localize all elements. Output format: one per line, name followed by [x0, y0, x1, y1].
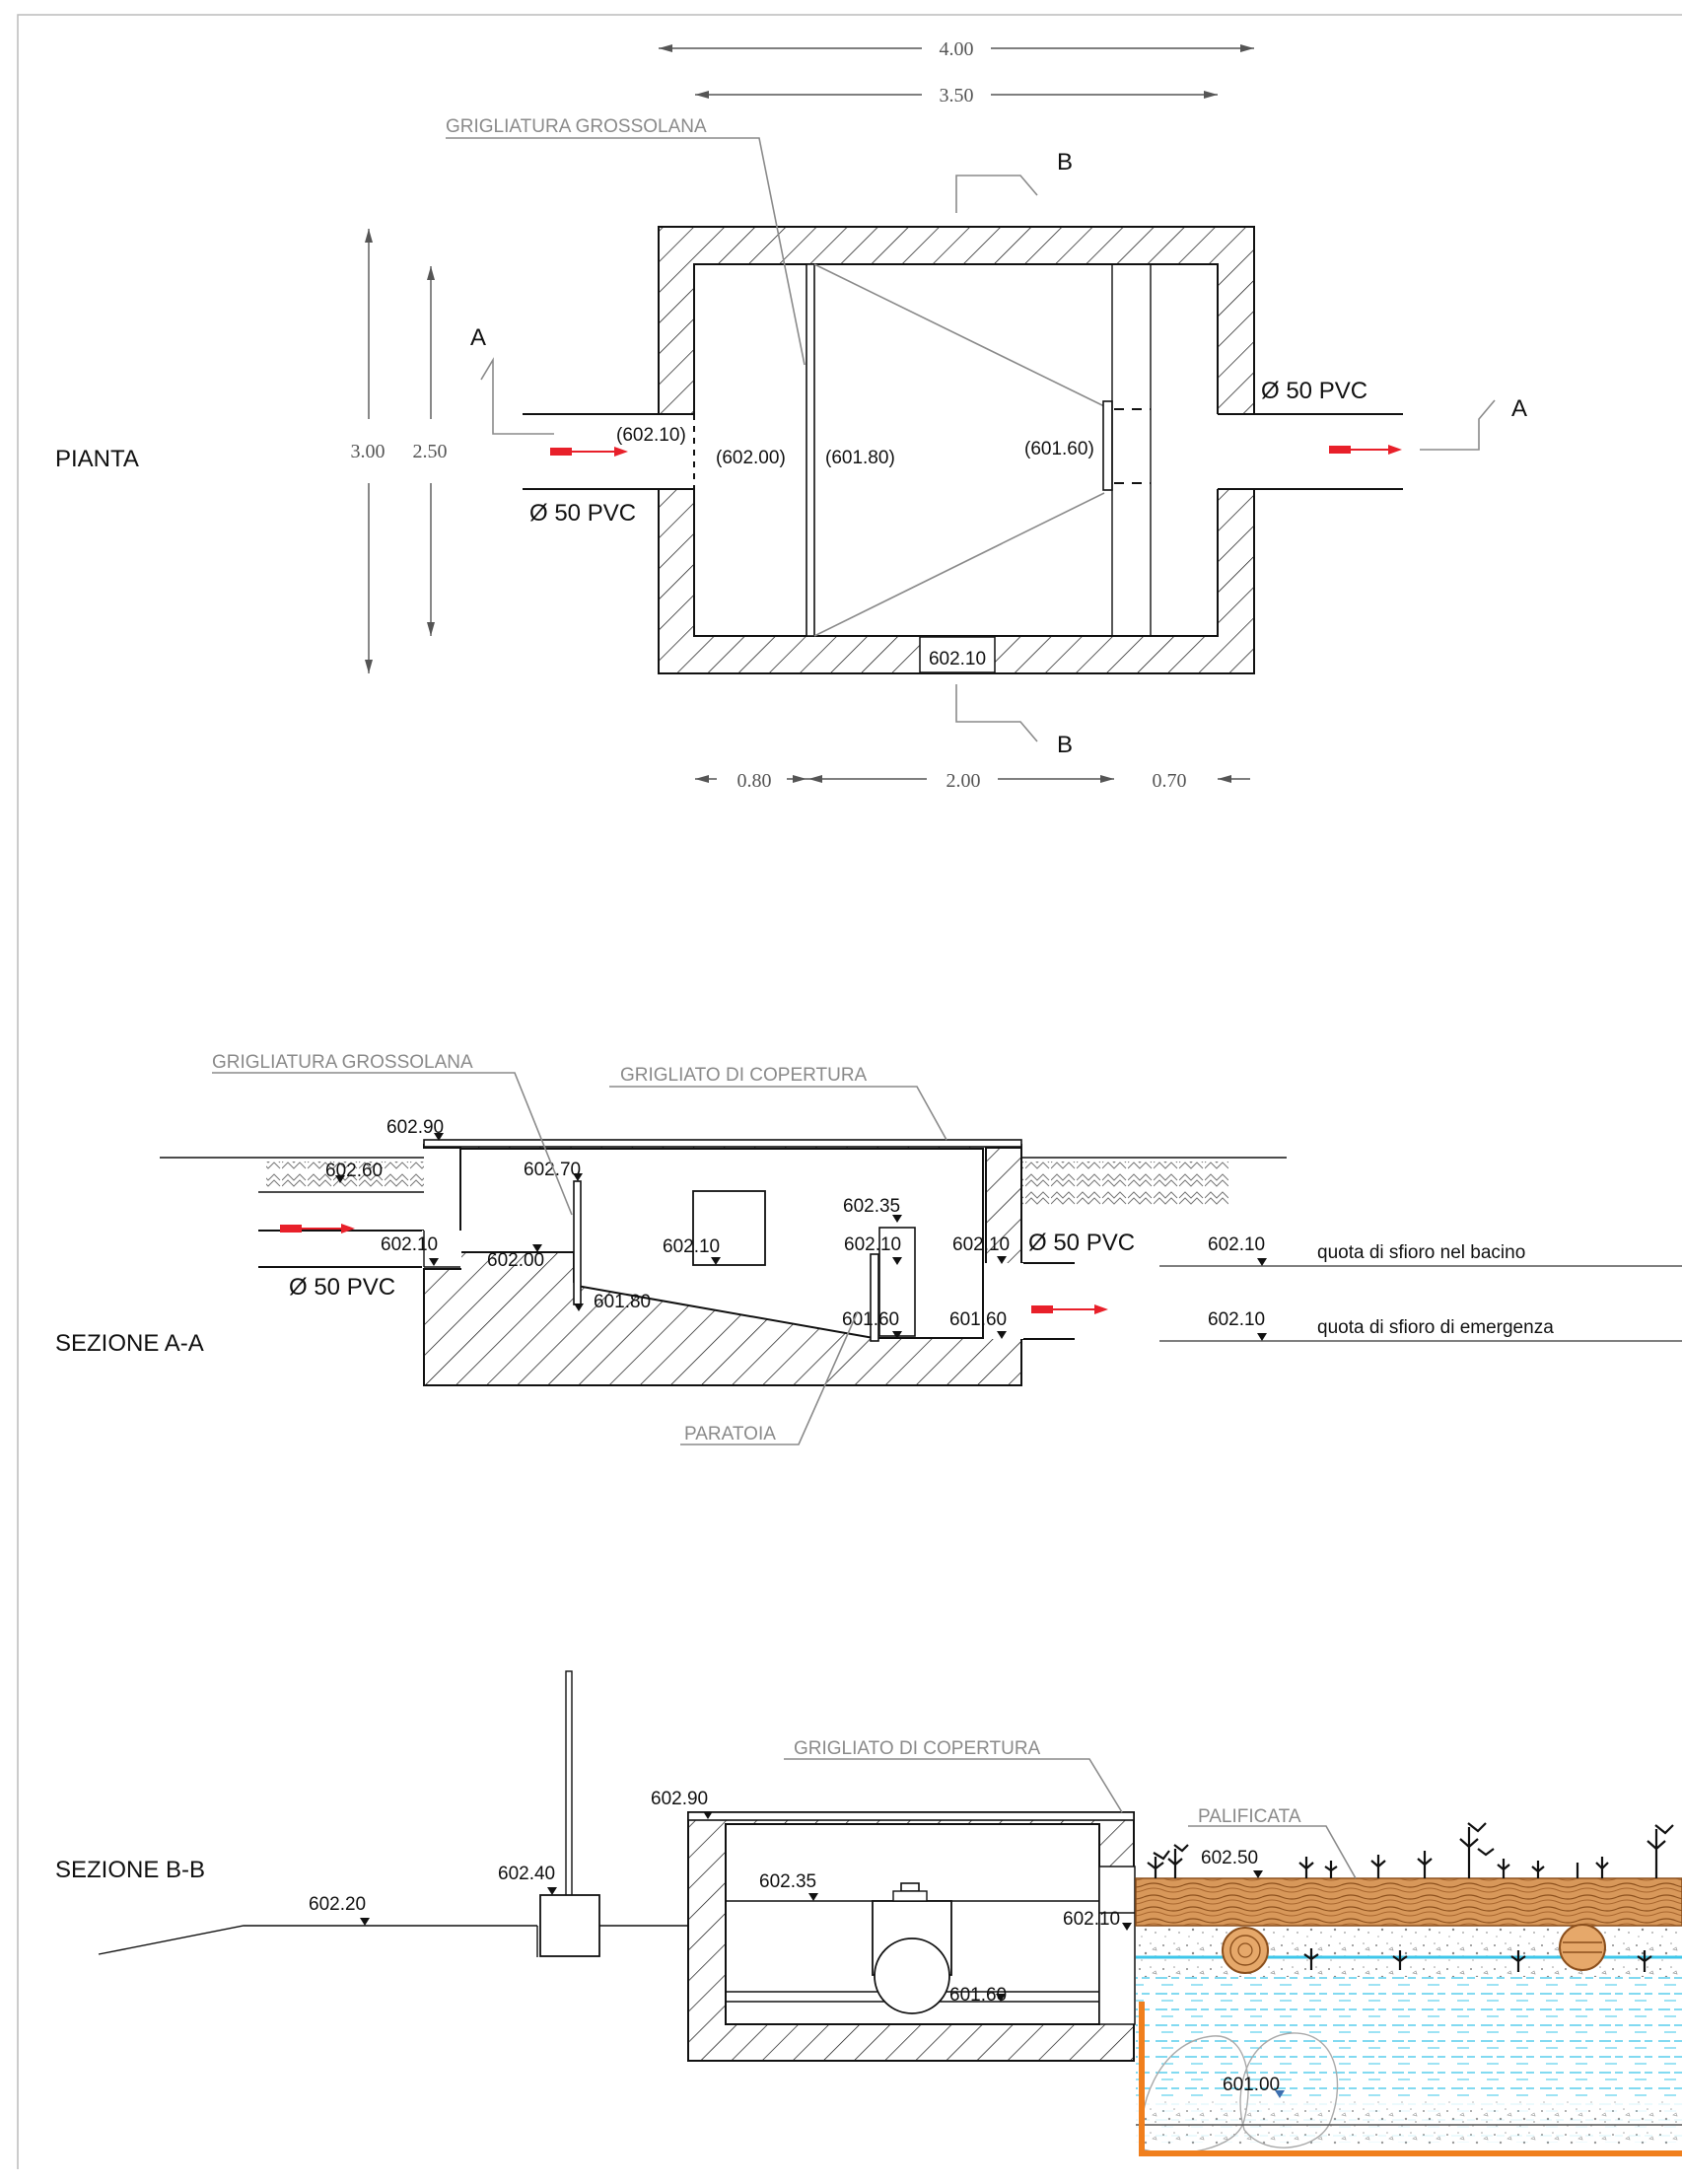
aa-grate-label: GRIGLIATURA GROSSOLANA — [212, 1052, 473, 1073]
sheet-border — [17, 14, 1682, 2169]
section-aa-label: SEZIONE A-A — [55, 1330, 204, 1357]
aa-pipe-in-label: Ø 50 PVC — [289, 1274, 395, 1301]
aa-level-ground: 602.60 — [325, 1161, 383, 1181]
dim-bottom-mid-value: 2.00 — [946, 770, 981, 792]
dim-bottom-right-value: 0.70 — [1153, 770, 1187, 792]
legend-row2-text: quota di sfioro di emergenza — [1317, 1317, 1554, 1338]
legend-row2-level: 602.10 — [1208, 1309, 1265, 1330]
plan-level-inlet: (602.10) — [616, 425, 686, 446]
bb-vegetation — [1147, 1822, 1674, 1972]
legend-row1-text: quota di sfioro nel bacino — [1317, 1242, 1525, 1263]
section-aa-gate — [870, 1253, 879, 1342]
section-bb-label: SEZIONE B-B — [55, 1857, 205, 1883]
plan-grate — [806, 263, 815, 637]
aa-level-top: 602.90 — [386, 1117, 444, 1138]
plan-pipe-in-label: Ø 50 PVC — [529, 500, 636, 527]
plan-view: PIANTA 4.00 3.50 3.00 — [55, 38, 1527, 792]
dim-left-inner-value: 2.50 — [413, 441, 448, 462]
bb-palisade — [1135, 1877, 1682, 1927]
bb-pipe-circle — [874, 1937, 950, 2014]
section-aa-cover — [423, 1139, 1022, 1148]
bb-level-ground-left: 602.20 — [309, 1894, 366, 1915]
dim-bottom-left-value: 0.80 — [737, 770, 772, 792]
plan-flow-arrow-in — [550, 447, 628, 457]
aa-level-gate-mid: 602.10 — [844, 1234, 901, 1255]
aa-level-gate-top: 602.35 — [843, 1196, 900, 1217]
plan-grate-label: GRIGLIATURA GROSSOLANA — [446, 116, 707, 137]
dim-top-outer: 4.00 — [659, 38, 1254, 60]
plan-cut-a-right: A — [1511, 395, 1527, 422]
section-bb: SEZIONE B-B 602.20 602.40 602.90 602.35 … — [55, 1670, 1682, 2156]
legend-row1-level: 602.10 — [1208, 1234, 1265, 1255]
plan-gate — [1102, 400, 1113, 491]
dim-top-outer-value: 4.00 — [940, 38, 974, 60]
aa-level-floor-low: 601.80 — [594, 1292, 651, 1312]
plan-level-chamber1: (602.00) — [716, 448, 786, 468]
dim-top-inner-value: 3.50 — [940, 85, 974, 106]
dim-top-inner: 3.50 — [695, 85, 1218, 106]
plan-cut-b-top: B — [1057, 149, 1073, 176]
aa-pipe-out-label: Ø 50 PVC — [1028, 1230, 1135, 1256]
bb-post-pole — [565, 1670, 573, 1899]
bb-level-basin-bottom: 601.00 — [1223, 2075, 1280, 2095]
bb-liner — [1139, 2002, 1682, 2156]
bb-gate-handle — [900, 1882, 920, 1892]
dim-bottom: 0.80 2.00 0.70 — [695, 770, 1250, 792]
aa-flow-arrow-out — [1031, 1304, 1108, 1314]
plan-weir-level: 602.10 — [929, 649, 986, 669]
plan-level-chamber2: (601.80) — [825, 448, 895, 468]
bb-log-2 — [1559, 1924, 1606, 1971]
section-aa-opening — [692, 1190, 766, 1266]
dim-left-inner: 2.50 — [413, 266, 448, 636]
bb-palisade-label: PALIFICATA — [1198, 1806, 1301, 1827]
aa-level-grate-top: 602.70 — [524, 1160, 581, 1180]
bb-cover-label: GRIGLIATO DI COPERTURA — [794, 1738, 1041, 1759]
bb-level-inner: 602.35 — [759, 1871, 816, 1892]
bb-level-top: 602.90 — [651, 1789, 708, 1809]
bb-log-1 — [1222, 1927, 1269, 1974]
bb-level-post: 602.40 — [498, 1864, 555, 1884]
plan-walls — [658, 226, 1255, 674]
plan-cut-b-bottom: B — [1057, 732, 1073, 758]
section-aa: SEZIONE A-A — [55, 1052, 1287, 1445]
plan-pipe-out-label: Ø 50 PVC — [1261, 378, 1367, 404]
aa-level-outlet: 601.60 — [949, 1309, 1007, 1330]
aa-level-chamber1: 602.00 — [487, 1250, 544, 1271]
aa-flow-arrow-in — [280, 1224, 355, 1233]
plan-cut-a-left: A — [470, 324, 486, 351]
plan-label: PIANTA — [55, 446, 139, 472]
bb-post-base — [539, 1894, 600, 1957]
plan-level-gate: (601.60) — [1024, 439, 1094, 459]
aa-level-inlet: 602.10 — [381, 1234, 438, 1255]
section-aa-grate — [573, 1180, 582, 1305]
aa-gate-label: PARATOIA — [684, 1424, 776, 1444]
plan-flow-arrow-out — [1329, 445, 1402, 455]
aa-cover-label: GRIGLIATO DI COPERTURA — [620, 1065, 868, 1086]
bb-level-weir: 602.10 — [1063, 1909, 1120, 1930]
dim-left-outer-value: 3.00 — [351, 441, 385, 462]
bb-level-bottom: 601.60 — [949, 1985, 1007, 2006]
dim-left-outer: 3.00 — [351, 229, 385, 673]
level-legend: 602.10 quota di sfioro nel bacino 602.10… — [1159, 1234, 1682, 1342]
aa-level-opening: 602.10 — [663, 1236, 720, 1257]
bb-level-bank: 602.50 — [1201, 1848, 1258, 1868]
aa-level-outlet-top: 602.10 — [952, 1234, 1010, 1255]
